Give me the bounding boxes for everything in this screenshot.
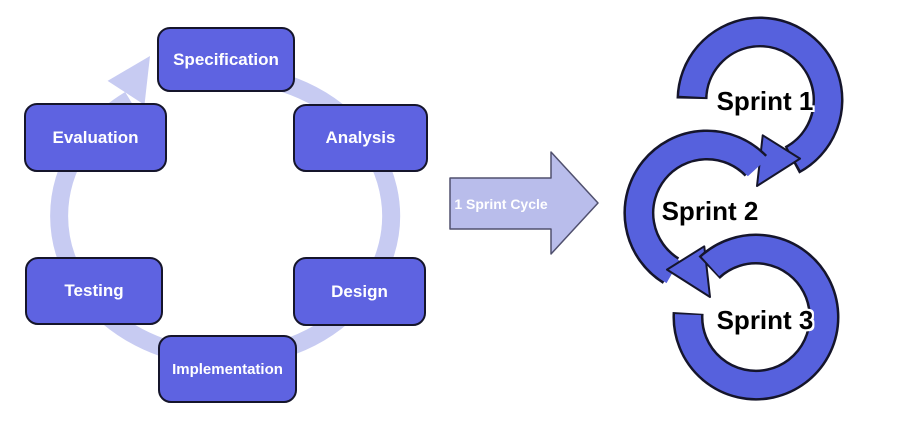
sprint-2-loop [625,132,768,284]
cycle-step-testing: Testing [25,257,163,325]
cycle-step-implementation: Implementation [158,335,297,403]
cycle-step-design: Design [293,257,426,326]
sprint-1-label: Sprint 1 [716,85,814,116]
sprint-2-arrowhead-icon [665,245,711,298]
sprint-1-loop [679,19,841,171]
sprint-2-label: Sprint 2 [661,195,759,226]
cycle-step-evaluation: Evaluation [24,103,167,172]
sprint-3-label: Sprint 3 [716,304,814,335]
cycle-step-analysis: Analysis [293,104,428,172]
cycle-step-specification: Specification [157,27,295,92]
transition-arrow-icon [449,151,599,255]
sprint-3-loop [674,236,837,399]
cycle-ring-arrowhead-icon [107,56,150,105]
transition-arrow-label: 1 Sprint Cycle [454,195,548,212]
